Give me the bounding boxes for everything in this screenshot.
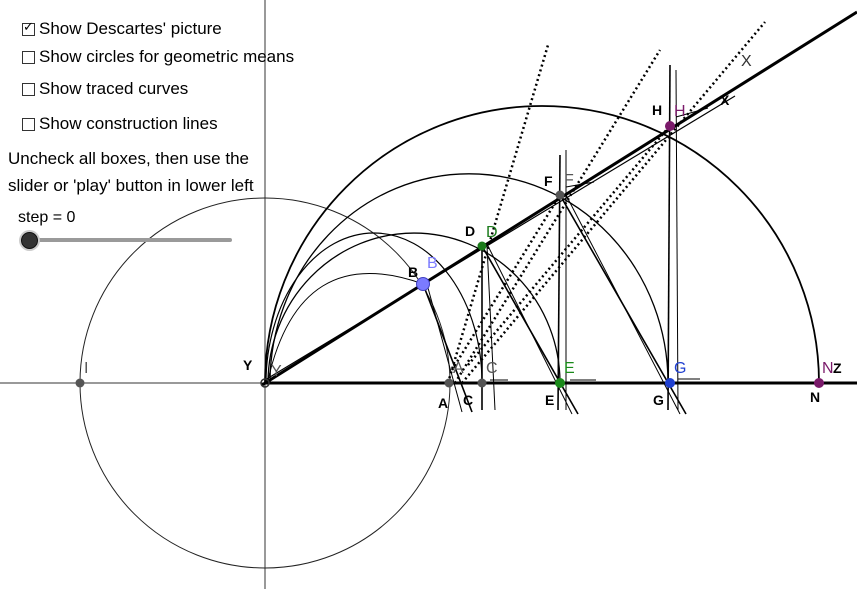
picture-label-y: Y xyxy=(243,357,253,373)
checkbox-show-circles[interactable]: Show circles for geometric means xyxy=(22,47,294,67)
tick-h xyxy=(675,107,709,118)
checkbox-box-descartes[interactable] xyxy=(22,20,35,36)
picture-label-b: B xyxy=(408,264,418,280)
label-c: C xyxy=(486,360,498,377)
picture-label-d: D xyxy=(465,223,475,239)
checkbox-show-construction-lines[interactable]: Show construction lines xyxy=(22,114,218,134)
picture-label-a: A xyxy=(438,395,448,411)
point-y[interactable] xyxy=(260,378,270,388)
label-x: X xyxy=(741,53,752,70)
dotted-line-4 xyxy=(450,194,562,371)
label-d: D xyxy=(486,224,498,241)
vertical-gh xyxy=(667,64,671,411)
vertical-gh-2 xyxy=(675,69,679,411)
label-n: N xyxy=(822,360,834,377)
instructions-text: Uncheck all boxes, then use the slider o… xyxy=(8,145,254,199)
picture-label-g: G xyxy=(653,392,664,408)
label-a: A xyxy=(453,360,464,377)
checkbox-label-traced: Show traced curves xyxy=(39,79,189,98)
step-label: step = 0 xyxy=(18,209,76,226)
point-b[interactable] xyxy=(416,277,430,291)
instructions-line-1: Uncheck all boxes, then use the xyxy=(8,149,249,168)
slant-ba-2 xyxy=(427,287,463,413)
label-h: H xyxy=(674,103,686,120)
dotted-line-2 xyxy=(453,49,662,384)
arc-b xyxy=(267,273,424,381)
label-i: I xyxy=(84,360,88,377)
point-h[interactable] xyxy=(665,121,675,131)
picture-label-h: H xyxy=(652,102,662,118)
checkbox-box-circles[interactable] xyxy=(22,50,35,64)
label-f: F xyxy=(564,172,574,189)
label-e: E xyxy=(564,360,575,377)
point-d[interactable] xyxy=(477,241,487,251)
checkbox-label-construction: Show construction lines xyxy=(39,114,218,133)
picture-label-c: C xyxy=(463,392,473,408)
point-f[interactable] xyxy=(555,190,565,200)
slant-fg-2 xyxy=(565,194,681,415)
point-a[interactable] xyxy=(444,378,454,388)
step-slider-track[interactable] xyxy=(28,238,232,242)
picture-label-f: F xyxy=(544,173,553,189)
line-yx-lower xyxy=(264,95,736,381)
label-y: Y xyxy=(271,363,282,380)
checkbox-show-traced-curves[interactable]: Show traced curves xyxy=(22,79,188,99)
checkbox-label-descartes: Show Descartes' picture xyxy=(39,19,222,38)
point-c[interactable] xyxy=(477,378,487,388)
label-g: G xyxy=(674,360,686,377)
arc-c xyxy=(265,232,483,384)
slant-ba xyxy=(422,283,473,413)
instructions-line-2: slider or 'play' button in lower left xyxy=(8,176,254,195)
point-i[interactable] xyxy=(75,378,85,388)
picture-label-z: Z xyxy=(833,360,842,376)
checkbox-box-traced[interactable] xyxy=(22,82,35,96)
picture-label-n: N xyxy=(810,389,820,405)
picture-label-e: E xyxy=(545,392,554,408)
arc-n xyxy=(264,105,820,384)
point-e[interactable] xyxy=(555,378,565,388)
point-n[interactable] xyxy=(814,378,824,388)
picture-label-x: X xyxy=(720,92,730,108)
checkbox-box-construction[interactable] xyxy=(22,117,35,131)
dotted-line-5 xyxy=(467,127,669,366)
checkbox-label-circles: Show circles for geometric means xyxy=(39,47,295,66)
dotted-line-3 xyxy=(461,21,766,384)
point-g[interactable] xyxy=(665,378,675,388)
dotted-line-1 xyxy=(446,44,550,384)
tick-f xyxy=(565,181,595,188)
label-b: B xyxy=(427,255,438,272)
arc-g xyxy=(269,173,669,384)
arc-e xyxy=(267,232,561,384)
checkbox-show-descartes-picture[interactable]: Show Descartes' picture xyxy=(22,19,222,39)
vertical-cd-2 xyxy=(486,245,496,411)
step-slider-knob[interactable] xyxy=(21,232,38,249)
